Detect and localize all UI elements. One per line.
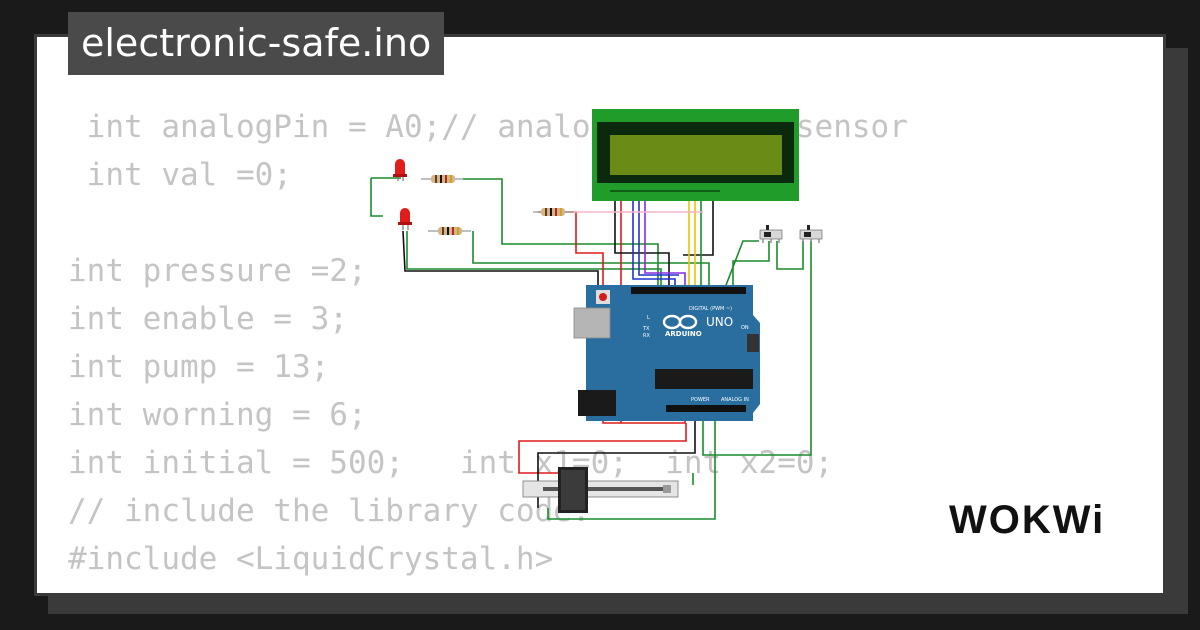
wire-blue — [638, 198, 679, 276]
slide-switch[interactable] — [799, 225, 823, 243]
logo-text: WOKWi — [949, 498, 1105, 542]
power-label: POWER — [691, 397, 710, 403]
wire-green — [732, 241, 770, 293]
code-line: int pump = 13; — [68, 349, 330, 385]
wokwi-logo: WOKWi — [949, 498, 1105, 542]
wires — [370, 177, 812, 520]
wire-green — [722, 240, 759, 294]
resistor[interactable] — [421, 175, 463, 183]
code-line: // include the library code: — [68, 493, 591, 529]
code-line: int worning = 6; — [68, 397, 367, 433]
resistor[interactable] — [428, 227, 471, 235]
wire-red — [518, 453, 558, 474]
power-header — [666, 405, 746, 412]
code-line: int pressure =2; — [68, 253, 367, 289]
resistor[interactable] — [533, 208, 573, 216]
wire-black — [683, 198, 714, 256]
preview-card[interactable]: int analogPin = A0;// analog pressure se… — [34, 34, 1166, 596]
digital-label: DIGITAL (PWM ~) — [689, 306, 732, 312]
analog-label: ANALOG IN — [721, 397, 749, 403]
led-red[interactable] — [398, 208, 412, 230]
rx-label: RX — [643, 333, 650, 339]
lcd-display[interactable] — [592, 109, 799, 201]
wire-green — [370, 178, 383, 217]
wire-green — [406, 231, 662, 293]
power-jack — [578, 390, 616, 416]
wire-green — [702, 241, 812, 456]
arduino-logo-icon — [662, 314, 698, 330]
tx-label: TX — [642, 326, 650, 332]
on-label: ON — [741, 325, 749, 331]
circuit-diagram: ARDUINO UNO DIGITAL (PWM ~) POWER ANALOG… — [370, 109, 823, 520]
wire-black — [537, 411, 696, 508]
wire-green — [463, 178, 659, 293]
wire-green — [472, 231, 710, 293]
wire-black — [402, 230, 599, 293]
wire-red — [518, 423, 687, 453]
wire-purple — [644, 198, 686, 293]
code-line: #include <LiquidCrystal.h> — [68, 541, 554, 577]
slide-potentiometer[interactable] — [522, 467, 679, 513]
project-title: electronic-safe.ino — [68, 12, 445, 75]
wire-green — [547, 411, 716, 520]
usb-port — [573, 307, 611, 339]
led-red[interactable] — [393, 159, 407, 181]
slide-switch[interactable] — [759, 225, 783, 243]
code-line: int enable = 3; — [68, 301, 348, 337]
arduino-uno-board[interactable]: ARDUINO UNO DIGITAL (PWM ~) POWER ANALOG… — [573, 285, 760, 421]
wire-green — [776, 241, 804, 270]
code-line: int val =0; — [68, 157, 292, 193]
atmega-chip — [655, 369, 753, 389]
board-model: UNO — [706, 315, 733, 329]
lcd-pins — [610, 190, 720, 192]
l-label: L — [647, 315, 650, 321]
digital-header — [631, 287, 746, 294]
arduino-brand: ARDUINO — [665, 330, 702, 338]
code-line: int initial = 500; int x1=0; int x2=0; — [68, 445, 834, 481]
